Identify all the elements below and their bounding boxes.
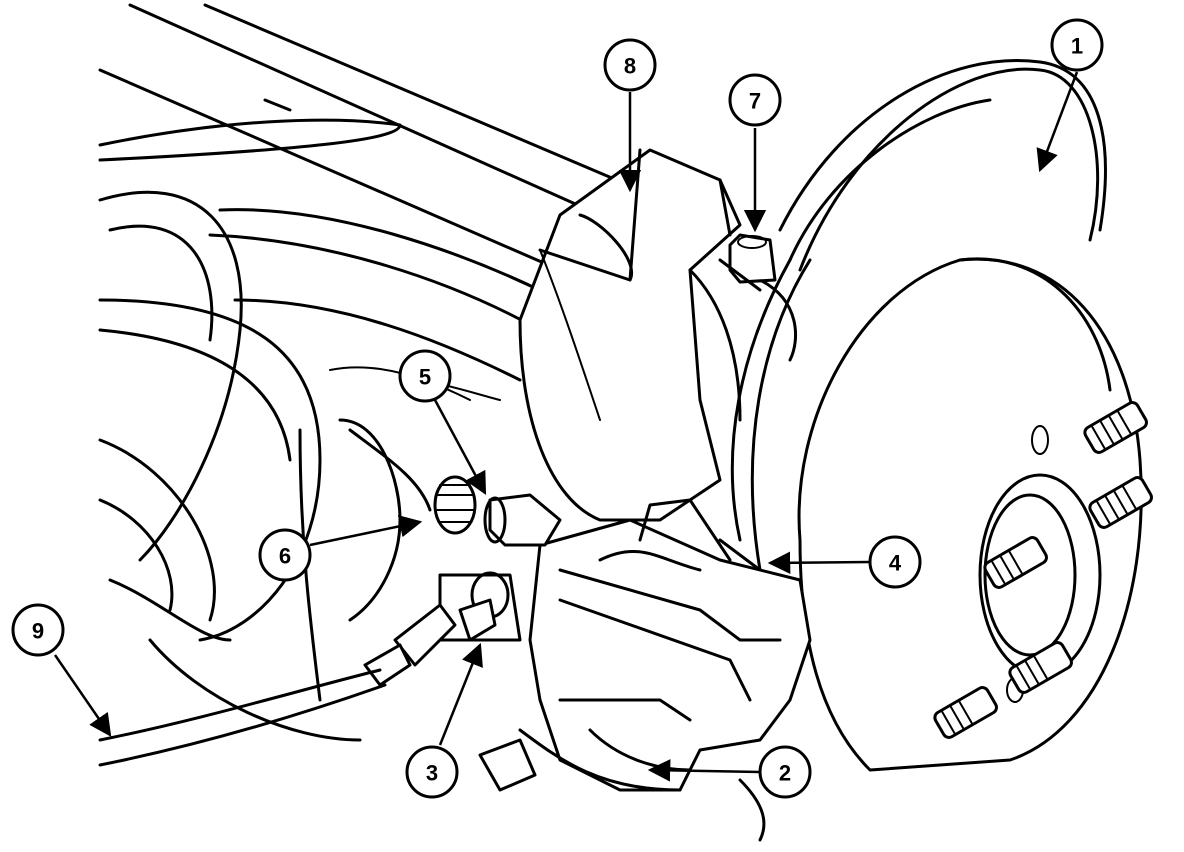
svg-text:1: 1 — [1071, 34, 1083, 59]
svg-text:2: 2 — [779, 761, 791, 786]
lower-caliper — [518, 498, 812, 842]
bleeder-plug — [433, 475, 477, 535]
svg-text:6: 6 — [279, 544, 291, 569]
svg-text:3: 3 — [426, 761, 438, 786]
callout-4: 4 — [868, 535, 922, 589]
callout-leaders — [53, 71, 1079, 782]
callout-7: 7 — [728, 73, 782, 127]
svg-text:4: 4 — [889, 551, 902, 576]
svg-text:8: 8 — [624, 54, 636, 79]
svg-text:5: 5 — [419, 365, 431, 390]
coil-spring — [98, 190, 362, 742]
callout-9: 9 — [11, 603, 65, 657]
callout-6: 6 — [258, 528, 312, 582]
caliper-mount-tube — [483, 493, 562, 547]
lug-studs — [933, 401, 1153, 739]
callout-3: 3 — [405, 745, 459, 799]
frame-rails — [98, 3, 642, 382]
callout-2: 2 — [758, 745, 812, 799]
callout-8: 8 — [603, 38, 657, 92]
upper-caliper-housing — [518, 148, 797, 522]
mounting-bolt — [718, 233, 777, 292]
callout-5: 5 — [398, 349, 452, 403]
svg-text:9: 9 — [32, 619, 44, 644]
callout-1: 1 — [1050, 18, 1104, 72]
svg-text:7: 7 — [749, 89, 761, 114]
brake-hose — [98, 571, 537, 792]
